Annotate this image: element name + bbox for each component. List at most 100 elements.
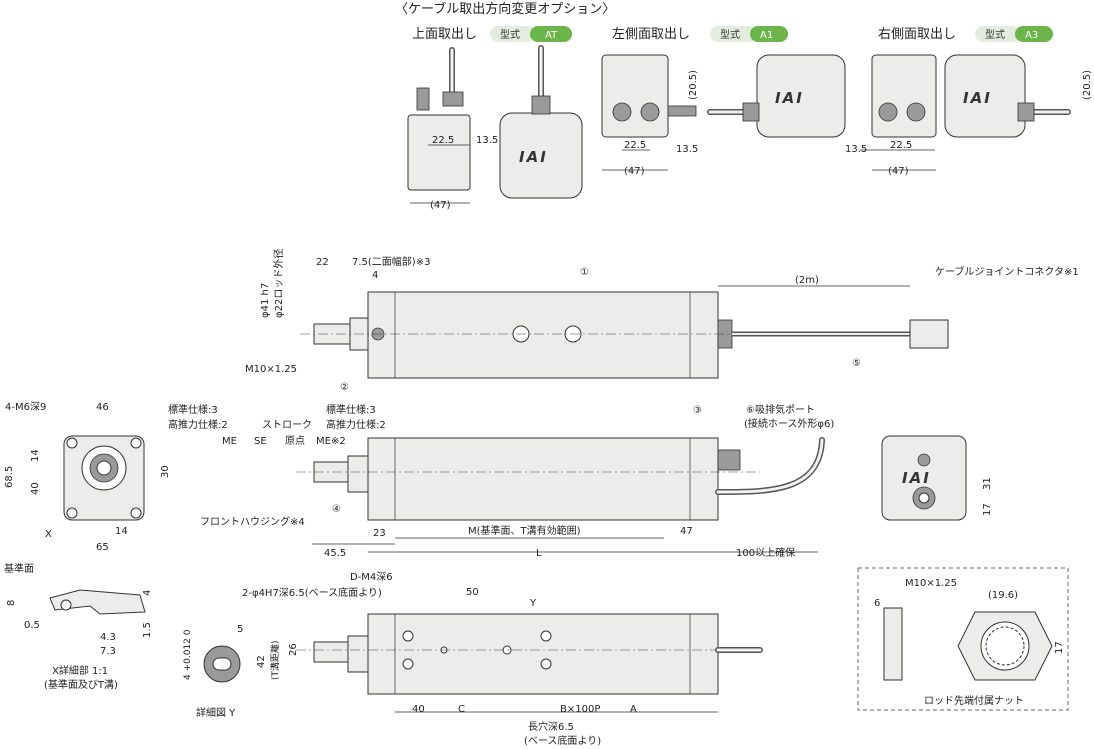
main-front-housing — [347, 455, 369, 493]
main-stroke: ストローク — [262, 419, 312, 431]
bottom-rod — [313, 641, 349, 663]
bottom-dim-42b: (T溝距離) — [269, 640, 281, 680]
bottom-dim-42: 42 — [256, 655, 267, 668]
a3-dim-135: 13.5 — [845, 144, 867, 155]
a1-side-body — [601, 54, 669, 138]
option-top-exit: 上面取出し 型式 AT 22.5 13.5 (47) IAI — [407, 26, 583, 211]
main-callout-3: ③ — [693, 405, 702, 416]
x-dim-15: 1.5 — [142, 622, 153, 638]
option-top-code-badge — [530, 26, 572, 42]
front-dim-65: 65 — [96, 542, 109, 553]
front-dim-40: 40 — [30, 482, 41, 495]
nut-m10: M10×1.25 — [905, 578, 957, 589]
option-right-type-badge — [975, 26, 1021, 42]
option-left-type-badge — [710, 26, 756, 42]
at-dim-135: 13.5 — [476, 135, 498, 146]
main-exhaust-port — [717, 449, 741, 471]
bottom-d-m4: D-M4深6 — [350, 571, 393, 583]
main-exhaust-label2: (接続ホース外形φ6) — [744, 417, 834, 430]
main-me: ME — [222, 436, 237, 447]
bottom-view: D-M4深6 2-φ4H7深6.5(ベース底面より) 50 Y 42 (T溝距離… — [242, 571, 763, 747]
main-dim-455: 45.5 — [324, 548, 346, 559]
y-dim-5: 5 — [237, 624, 243, 635]
front-x-label: X — [45, 529, 52, 540]
a3-dim-47: (47) — [888, 166, 909, 177]
x-dim-73: 7.3 — [100, 646, 116, 657]
x-detail: 基準面 8 0.5 4.3 7.3 4 1.5 X詳細部 1:1 (基準面及びT… — [4, 562, 153, 691]
y-dim-tol: 4 +0.012 0 — [183, 629, 193, 680]
end-logo: IAI — [902, 469, 931, 487]
front-view: 4-M6深9 46 14 68.5 40 30 X 14 65 — [4, 401, 171, 553]
a3-dim-205: (20.5) — [1082, 70, 1093, 100]
front-dim-46: 46 — [96, 402, 109, 413]
at-dim-47: (47) — [430, 200, 451, 211]
side-view: 22 7.5(二面幅部)※3 4 φ41 h7 φ22ロッド外径 M10×1.2… — [245, 249, 1079, 393]
main-dim-l: L — [536, 548, 542, 559]
x-detail-profile — [49, 589, 146, 615]
front-m6: 4-M6深9 — [5, 401, 46, 413]
main-dim-m: M(基準面、T溝有効範囲) — [468, 524, 581, 537]
side-cylinder-body — [367, 291, 719, 379]
option-right-type-code: A3 — [1025, 30, 1038, 41]
option-right-type-label: 型式 — [985, 28, 1005, 41]
a3-dim-225: 22.5 — [890, 140, 912, 151]
a1-back-body — [756, 54, 846, 138]
bottom-dim-26: 26 — [288, 643, 299, 656]
main-me2: ME※2 — [316, 436, 346, 447]
side-dim-phi22: φ22ロッド外径 — [272, 249, 285, 318]
a1-back-connector — [742, 102, 760, 122]
a3-side-body — [871, 54, 937, 138]
a3-logo: IAI — [963, 89, 992, 107]
x-caption-2: (基準面及びT溝) — [44, 678, 118, 691]
front-dim-685: 68.5 — [4, 466, 15, 488]
nut-detail: M10×1.25 (19.6) 6 17 ロッド先端付属ナット — [857, 567, 1069, 711]
main-front-housing-label: フロントハウジング※4 — [200, 515, 305, 528]
option-top-title: 上面取出し — [412, 27, 477, 42]
option-top-type-code: AT — [545, 30, 558, 41]
option-left-type-label: 型式 — [720, 28, 740, 41]
bottom-dim-40: 40 — [412, 704, 425, 715]
main-std-left: 標準仕様:3 — [168, 403, 218, 416]
x-dim-05: 0.5 — [24, 620, 40, 631]
nut-dim-196: (19.6) — [988, 590, 1018, 601]
at-side-connector — [442, 91, 464, 107]
nut-frame — [857, 567, 1069, 711]
options-heading: 〈ケーブル取出方向変更オプション〉 — [395, 1, 615, 17]
end-dim-17: 17 — [982, 503, 993, 516]
front-dim-30: 30 — [160, 465, 171, 478]
a1-side-fitting — [667, 105, 697, 117]
side-dim-4: 4 — [372, 270, 378, 281]
a1-dim-47: (47) — [624, 166, 645, 177]
main-exhaust-label1: ⑥吸排気ポート — [746, 403, 815, 416]
bottom-dim-a: A — [630, 704, 637, 715]
main-dim-23: 23 — [373, 528, 386, 539]
main-dim-47: 47 — [680, 526, 693, 537]
bottom-pin: 2-φ4H7深6.5(ベース底面より) — [242, 586, 382, 599]
nut-caption: ロッド先端付属ナット — [924, 694, 1024, 707]
at-logo: IAI — [519, 148, 548, 166]
main-hi-left: 高推力仕様:2 — [168, 418, 228, 431]
a1-dim-135: 13.5 — [676, 144, 698, 155]
at-side-body — [407, 114, 471, 191]
a3-back-connector — [1017, 102, 1035, 122]
side-dim-22: 22 — [316, 257, 329, 268]
main-se: SE — [254, 436, 267, 447]
main-std-right: 標準仕様:3 — [326, 403, 376, 416]
option-right-title: 右側面取出し — [878, 27, 956, 42]
bottom-slot-1: 長穴深6.5 — [528, 720, 574, 733]
end-view: IAI 31 17 — [881, 435, 993, 521]
side-callout-5: ⑤ — [852, 358, 861, 369]
side-dim-75: 7.5(二面幅部)※3 — [352, 255, 430, 268]
option-right-exit: 右側面取出し 型式 A3 13.5 22.5 (47) IAI (20.5) — [845, 26, 1093, 177]
main-origin: 原点 — [285, 435, 305, 447]
side-callout-1: ① — [580, 267, 589, 278]
a1-logo: IAI — [775, 89, 804, 107]
x-caption-1: X詳細部 1:1 — [52, 664, 108, 677]
main-cylinder-body — [367, 437, 719, 521]
a3-back-body — [944, 54, 1026, 138]
a1-dim-205: (20.5) — [688, 70, 699, 100]
side-callout-2: ② — [340, 382, 349, 393]
at-side-fitting — [416, 87, 430, 111]
bottom-slot-2: (ベース底面より) — [524, 734, 601, 747]
